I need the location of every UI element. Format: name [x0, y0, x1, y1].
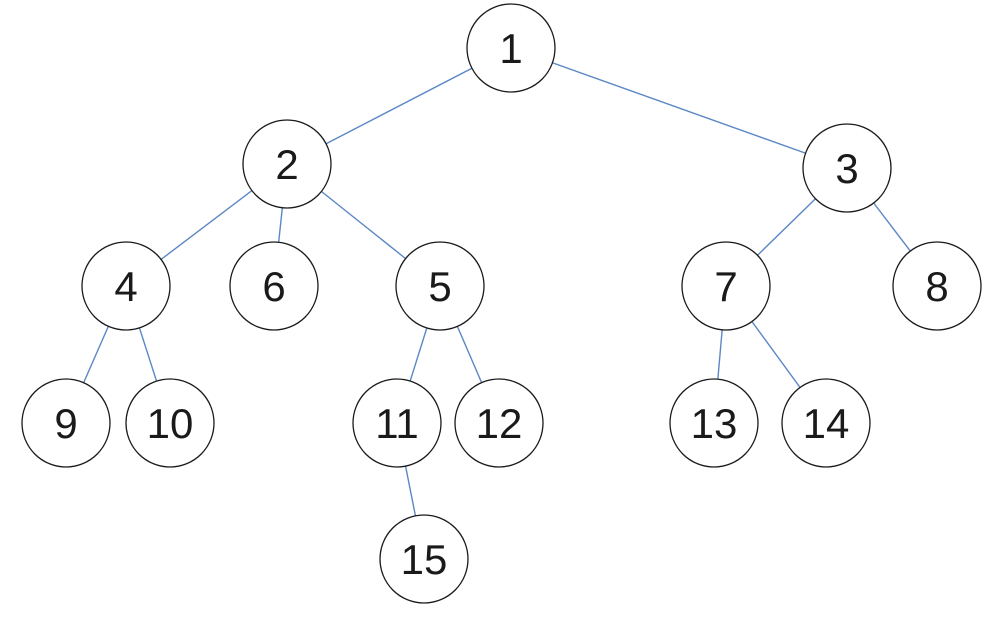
tree-node-label-13: 13: [691, 400, 738, 447]
tree-node-label-7: 7: [714, 263, 737, 310]
tree-node-label-11: 11: [375, 400, 419, 447]
tree-node-circle-8: [892, 241, 982, 331]
tree-node-label-5: 5: [428, 263, 451, 310]
tree-node-circle-2: [242, 119, 332, 209]
tree-node-15: 15: [379, 514, 469, 604]
tree-node-circle-11: [352, 378, 442, 468]
tree-node-5: 5: [395, 241, 485, 331]
tree-node-circle-15: [379, 514, 469, 604]
tree-node-circle-3: [802, 123, 892, 213]
tree-node-9: 9: [21, 378, 111, 468]
tree-node-circle-1: [466, 3, 556, 93]
tree-edges-layer: [65, 47, 938, 560]
tree-edge-1-3: [510, 47, 848, 169]
tree-node-label-10: 10: [147, 400, 194, 447]
tree-node-label-8: 8: [925, 263, 948, 310]
tree-node-10: 10: [125, 378, 215, 468]
tree-node-14: 14: [781, 378, 871, 468]
tree-node-label-14: 14: [803, 400, 850, 447]
tree-node-2: 2: [242, 119, 332, 209]
tree-node-label-2: 2: [275, 141, 298, 188]
tree-node-label-3: 3: [835, 145, 858, 192]
tree-node-3: 3: [802, 123, 892, 213]
tree-node-13: 13: [669, 378, 759, 468]
tree-node-circle-13: [669, 378, 759, 468]
tree-node-12: 12: [454, 378, 544, 468]
tree-node-circle-9: [21, 378, 111, 468]
tree-node-label-12: 12: [476, 400, 523, 447]
tree-node-circle-6: [229, 241, 319, 331]
tree-node-8: 8: [892, 241, 982, 331]
tree-node-11: 11: [352, 378, 442, 468]
tree-node-circle-4: [81, 241, 171, 331]
tree-node-circle-7: [681, 241, 771, 331]
tree-node-1: 1: [466, 3, 556, 93]
tree-node-4: 4: [81, 241, 171, 331]
tree-node-label-1: 1: [499, 25, 522, 72]
tree-node-label-4: 4: [114, 263, 137, 310]
tree-node-label-6: 6: [262, 263, 285, 310]
tree-node-circle-5: [395, 241, 485, 331]
tree-node-label-15: 15: [401, 536, 448, 583]
tree-node-6: 6: [229, 241, 319, 331]
tree-node-circle-14: [781, 378, 871, 468]
tree-node-label-9: 9: [54, 400, 77, 447]
tree-node-circle-10: [125, 378, 215, 468]
tree-node-7: 7: [681, 241, 771, 331]
tree-node-circle-12: [454, 378, 544, 468]
